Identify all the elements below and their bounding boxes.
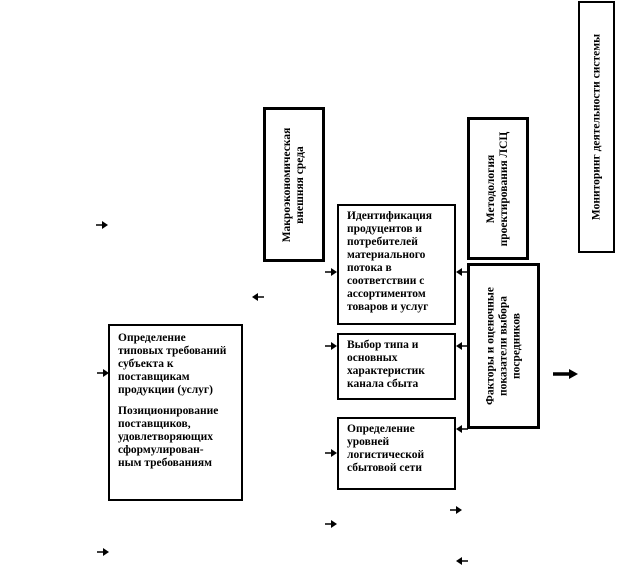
factors-box: Факторы и оценочные показатели выбора по…: [467, 263, 540, 429]
macro-environment-box: Макроэкономическая внешняя среда: [263, 107, 325, 262]
network-levels-label: Определение уровней логистической сбытов…: [347, 423, 425, 474]
arrow-left-icon: [252, 293, 264, 301]
methodology-box: Методология проектирования ЛСЦ: [467, 117, 529, 260]
arrow-left-icon: [456, 342, 468, 350]
arrow-right-icon: [97, 369, 109, 377]
arrow-left-icon: [456, 268, 468, 276]
arrow-right-icon: [325, 449, 337, 457]
macro-environment-label: Макроэкономическая внешняя среда: [281, 127, 306, 242]
requirements-label-2: Позиционирование поставщиков, удовлетвор…: [118, 405, 219, 469]
arrow-left-icon: [456, 557, 468, 565]
requirements-label-1: Определение типовых требований субъекта …: [118, 332, 227, 396]
arrow-right-icon: [97, 548, 109, 556]
arrow-right-icon: [325, 520, 337, 528]
arrow-right-icon: [325, 268, 337, 276]
monitoring-box: Мониторинг деятельности системы: [578, 1, 615, 253]
arrow-left-icon: [456, 425, 468, 433]
requirements-box: Определение типовых требований субъекта …: [108, 324, 243, 501]
arrow-right-icon: [325, 342, 337, 350]
factors-label: Факторы и оценочные показатели выбора по…: [484, 287, 522, 406]
channel-selection-box: Выбор типа и основных характеристик кана…: [337, 333, 456, 400]
channel-selection-label: Выбор типа и основных характеристик кана…: [347, 339, 425, 390]
network-levels-box: Определение уровней логистической сбытов…: [337, 417, 456, 490]
arrow-right-icon: [96, 221, 108, 229]
identification-box: Идентификация продуцентов и потребителей…: [337, 204, 456, 325]
identification-label: Идентификация продуцентов и потребителей…: [347, 210, 433, 313]
arrow-right-thick-icon: [553, 369, 578, 379]
methodology-label: Методология проектирования ЛСЦ: [485, 131, 510, 246]
monitoring-label: Мониторинг деятельности системы: [590, 33, 602, 221]
arrow-right-icon: [450, 506, 462, 514]
